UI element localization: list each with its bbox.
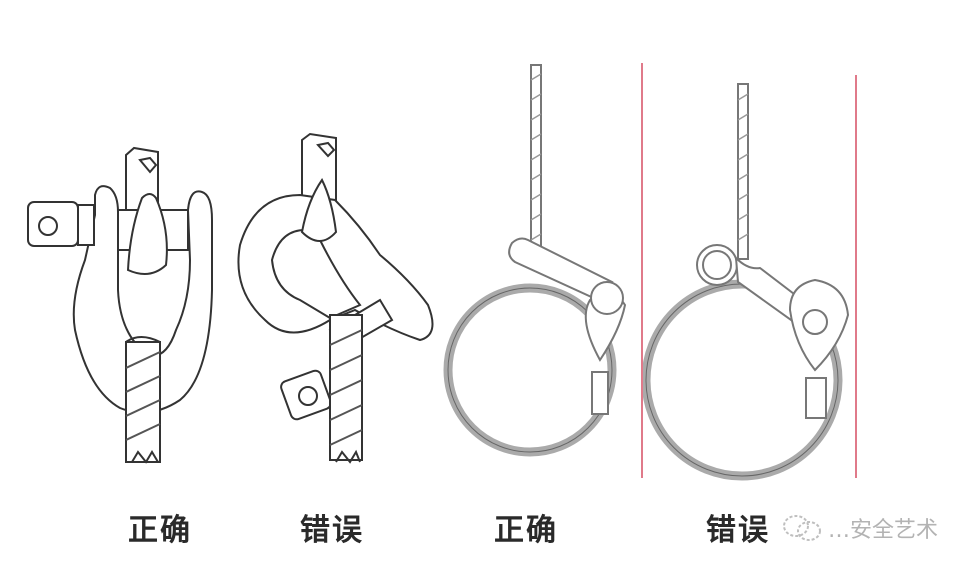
label-shackle-correct: 正确 xyxy=(128,513,192,548)
choker-wrong-illustration xyxy=(641,83,850,481)
wechat-icon xyxy=(782,514,822,542)
label-choker-wrong: 错误 xyxy=(706,513,770,548)
label-shackle-wrong: 错误 xyxy=(300,513,364,548)
watermark-text: …安全艺术 xyxy=(828,518,939,543)
shackle-correct-illustration xyxy=(27,146,213,464)
choker-correct-illustration xyxy=(443,64,627,457)
label-choker-correct: 正确 xyxy=(494,513,558,548)
shackle-wrong-illustration xyxy=(237,132,434,464)
watermark: …安全艺术 xyxy=(782,512,938,544)
